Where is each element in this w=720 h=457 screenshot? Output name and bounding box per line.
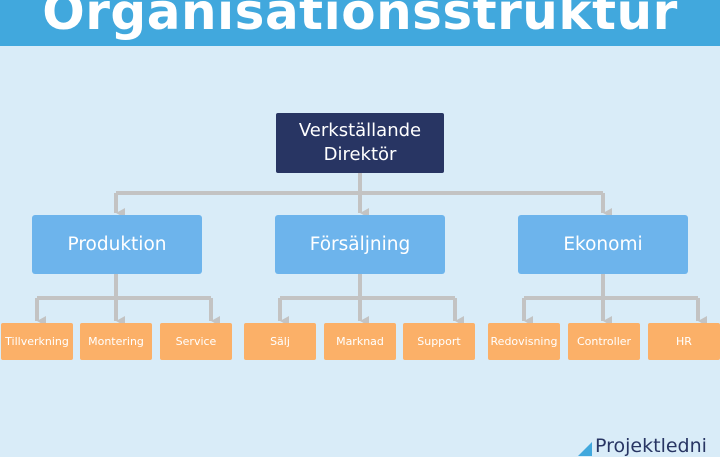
org-box-tillverkning: Tillverkning: [1, 323, 73, 360]
header-banner: Organisationsstruktur: [0, 0, 720, 46]
page-title: Organisationsstruktur: [42, 0, 678, 41]
org-box-service: Service: [160, 323, 232, 360]
org-box-hr: HR: [648, 323, 720, 360]
org-box-redovisning: Redovisning: [488, 323, 560, 360]
org-box-montering: Montering: [80, 323, 152, 360]
org-box-forsaljning: Försäljning: [275, 215, 445, 274]
org-box-produktion: Produktion: [32, 215, 202, 274]
org-box-verkstallande-direktor: Verkställande Direktör: [276, 113, 444, 173]
logo-mark-icon: [578, 442, 592, 456]
org-box-support: Support: [403, 323, 475, 360]
org-box-salj: Sälj: [244, 323, 316, 360]
logo-text: Projektledni: [595, 435, 707, 457]
org-box-ekonomi: Ekonomi: [518, 215, 688, 274]
org-box-marknad: Marknad: [324, 323, 396, 360]
org-box-controller: Controller: [568, 323, 640, 360]
brand-logo: Projektledni: [578, 436, 707, 456]
